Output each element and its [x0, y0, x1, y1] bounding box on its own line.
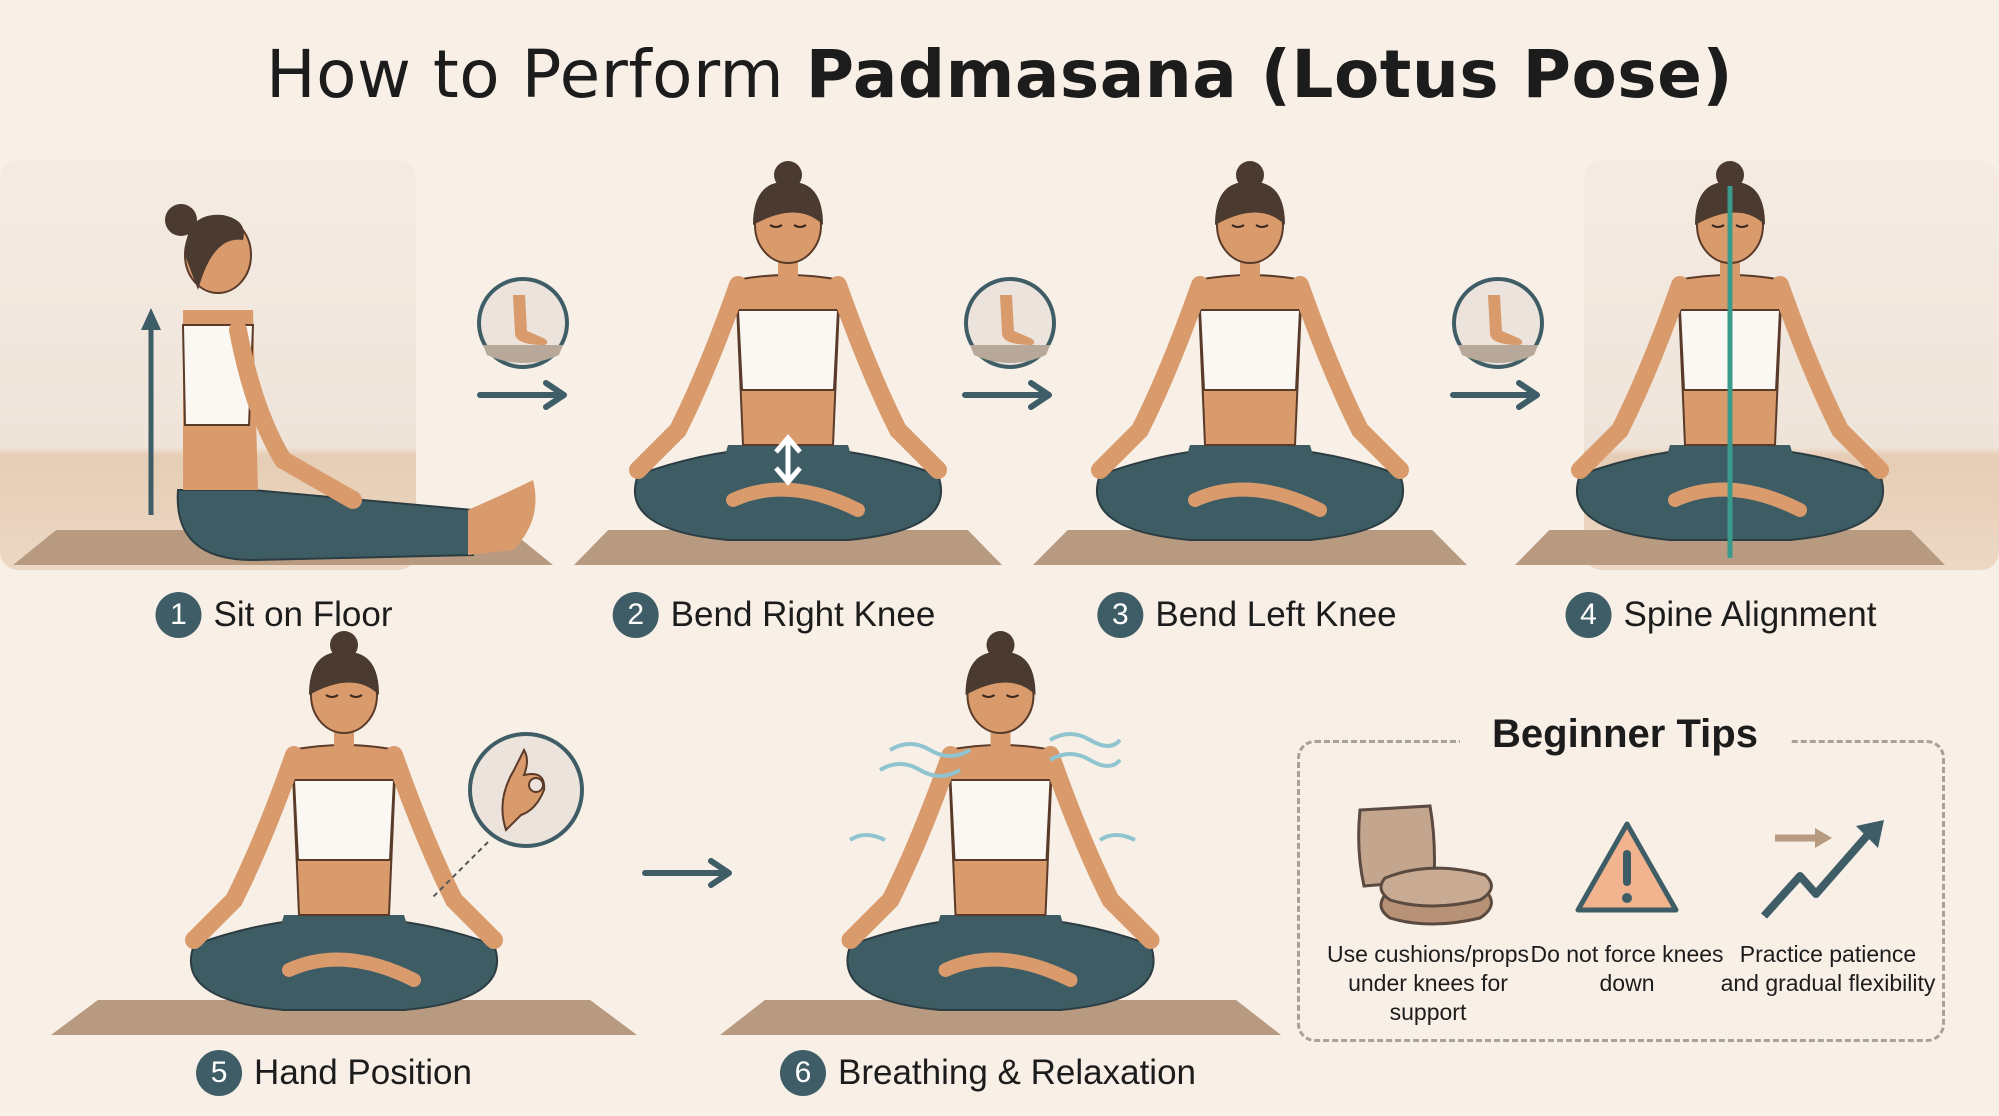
- foot-inset-icon-1: [477, 277, 569, 369]
- mudra-inset-icon: [468, 732, 584, 848]
- step-4-figure: [1515, 161, 1945, 565]
- next-arrow-2: [962, 380, 1052, 410]
- cushion-icon: [1357, 804, 1493, 926]
- tip-2-text: Do not force knees down: [1530, 941, 1724, 996]
- tip-1-text: Use cushions/props under knees for suppo…: [1327, 941, 1529, 1025]
- step-5-figure: [51, 631, 637, 1035]
- progress-arrow-icon: [1761, 820, 1884, 919]
- next-arrow-4: [642, 858, 732, 888]
- step-1-figure: [13, 204, 553, 565]
- next-arrow-1: [477, 380, 567, 410]
- foot-inset-icon-3: [1452, 277, 1544, 369]
- step-6-figure: [720, 631, 1281, 1035]
- step-3-figure: [1033, 161, 1467, 565]
- next-arrow-3: [1450, 380, 1540, 410]
- tip-3-text: Practice patience and gradual flexibilit…: [1720, 941, 1936, 996]
- warning-icon: [1575, 821, 1679, 913]
- foot-inset-icon-2: [964, 277, 1056, 369]
- page-title: How to Perform Padmasana (Lotus Pose): [265, 36, 1734, 113]
- connector-line: [431, 841, 489, 899]
- step-2-figure: [574, 161, 1002, 565]
- tips-title: Beginner Tips: [1460, 712, 1790, 757]
